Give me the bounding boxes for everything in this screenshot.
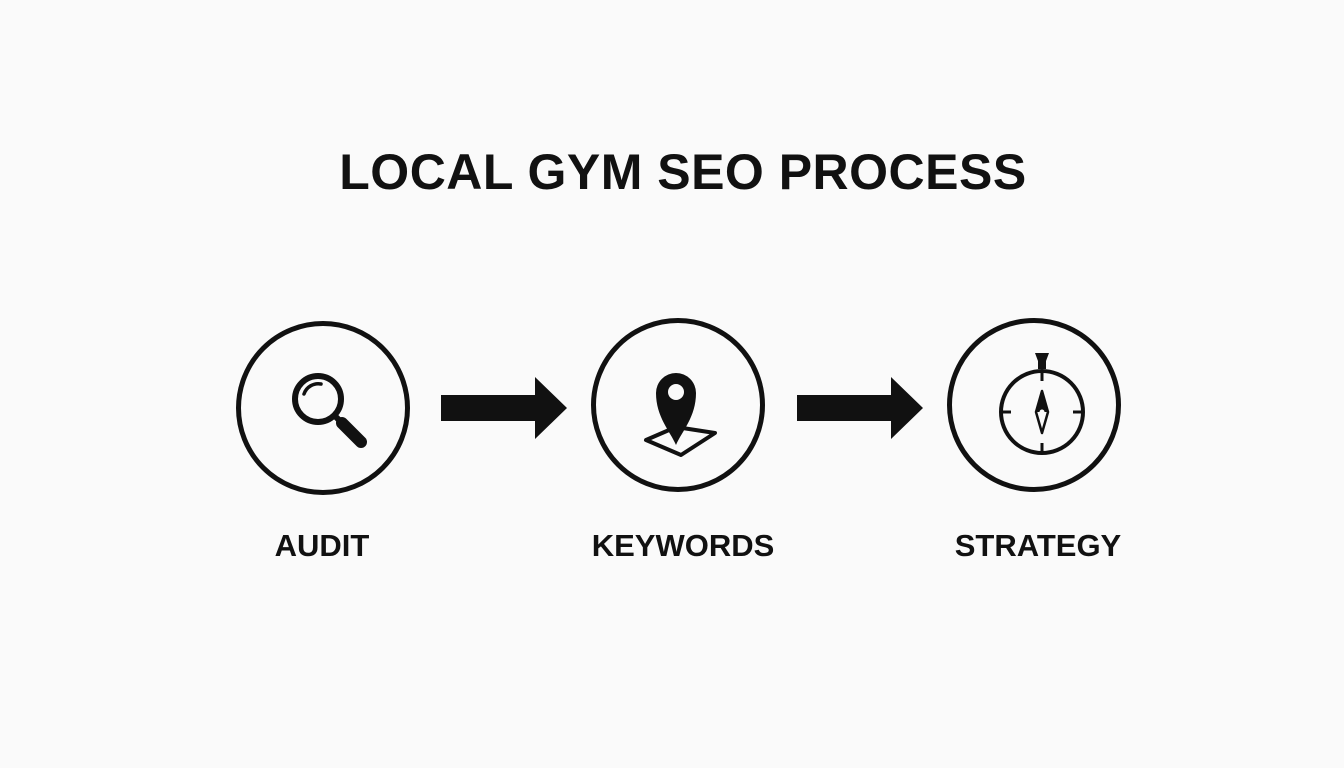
step-label-audit: AUDIT <box>274 528 370 563</box>
page-title: LOCAL GYM SEO PROCESS <box>339 144 1027 200</box>
compass-icon <box>999 353 1085 455</box>
strategy-step-circle <box>947 318 1121 492</box>
keywords-step-circle <box>591 318 765 492</box>
arrow-right-icon <box>797 377 923 439</box>
arrow-right-icon <box>441 377 567 439</box>
audit-step-circle <box>236 321 410 495</box>
magnifying-glass-icon <box>292 373 367 448</box>
step-label-keywords: KEYWORDS <box>591 528 775 563</box>
map-pin-icon <box>644 373 717 457</box>
step-label-strategy: STRATEGY <box>954 528 1122 563</box>
